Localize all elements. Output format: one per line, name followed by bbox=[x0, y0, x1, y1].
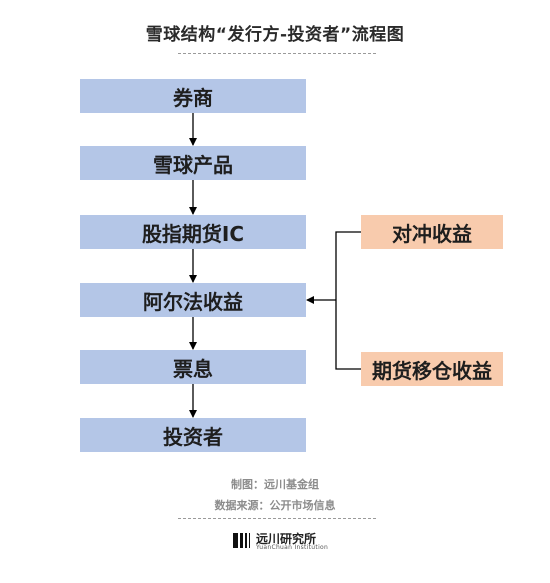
flow-node-alpha-return: 阿尔法收益 bbox=[80, 283, 306, 317]
data-source: 数据来源：公开市场信息 bbox=[214, 499, 336, 512]
flow-node-broker: 券商 bbox=[80, 79, 306, 113]
flow-node-index-futures-ic: 股指期货IC bbox=[80, 215, 306, 249]
chart-credit: 制图：远川基金组 bbox=[231, 478, 319, 491]
footer-divider bbox=[178, 518, 376, 519]
flow-node-snowball-product: 雪球产品 bbox=[80, 146, 306, 180]
side-bracket bbox=[335, 231, 361, 370]
side-node-futures-roll-return: 期货移仓收益 bbox=[361, 352, 503, 386]
logo: 远川研究所 YuanChuan Institution bbox=[232, 530, 332, 552]
flow-node-coupon: 票息 bbox=[80, 350, 306, 384]
logo-mark-icon bbox=[233, 533, 250, 548]
flow-node-investor: 投资者 bbox=[80, 418, 306, 452]
diagram-title: 雪球结构“发行方-投资者”流程图 bbox=[145, 25, 405, 45]
logo-name-en: YuanChuan Institution bbox=[256, 544, 329, 551]
side-node-hedging-return: 对冲收益 bbox=[361, 215, 503, 249]
title-divider bbox=[178, 53, 376, 54]
logo-name-cn: 远川研究所 bbox=[256, 532, 317, 546]
